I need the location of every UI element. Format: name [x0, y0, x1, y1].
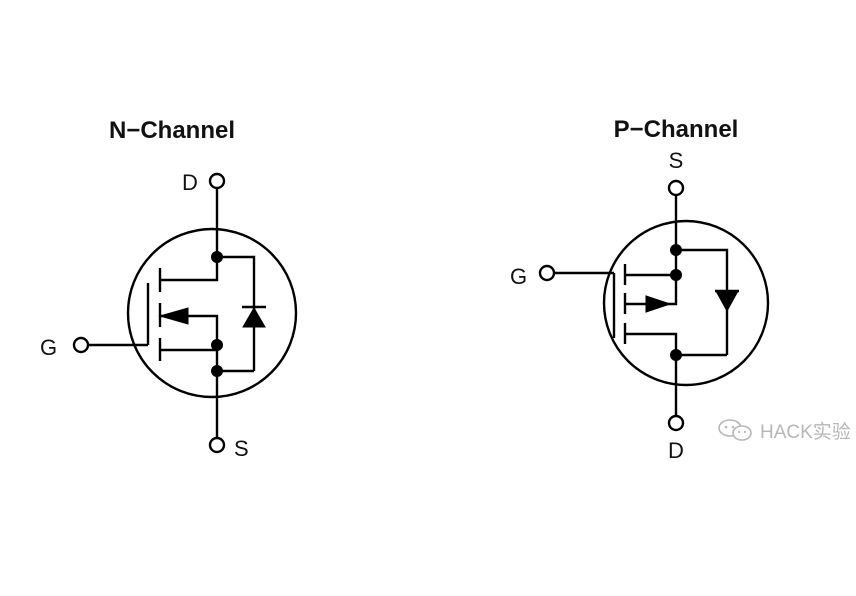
p-source-label: S — [669, 148, 684, 173]
n-drain-label: D — [182, 170, 198, 195]
n-body-arrow-icon — [158, 307, 189, 325]
p-drain-terminal — [667, 414, 685, 432]
p-junction-mid — [670, 269, 682, 281]
n-junction-mid — [211, 339, 223, 351]
n-source-label: S — [234, 436, 249, 461]
wechat-icon — [718, 419, 752, 441]
n-body-diode-wire — [217, 255, 256, 371]
p-diode-icon — [715, 290, 739, 313]
p-gate-label: G — [510, 264, 527, 289]
p-gate-terminal — [538, 264, 556, 282]
n-channel-envelope — [126, 227, 298, 399]
watermark: HACK实验 — [716, 418, 856, 442]
p-body-arrow-wire — [625, 275, 678, 306]
n-drain-channel-wire — [160, 257, 219, 282]
p-source-terminal — [667, 179, 685, 197]
n-source-terminal — [208, 436, 226, 454]
p-channel-envelope — [602, 219, 770, 387]
p-body-diode-wire — [676, 248, 729, 355]
watermark-text: HACK实验 — [760, 421, 851, 443]
n-channel-title: N−Channel — [109, 117, 235, 144]
n-diode-icon — [242, 307, 266, 328]
p-junction-top — [670, 244, 682, 256]
n-channel-symbol: N−Channel D G — [40, 117, 298, 461]
n-drain-terminal — [208, 172, 226, 190]
n-junction-bottom — [211, 365, 223, 377]
n-gate-label: G — [40, 335, 57, 360]
p-channel-title: P−Channel — [614, 116, 739, 143]
n-gate-terminal — [72, 336, 90, 354]
p-drain-channel-wire — [625, 332, 678, 355]
p-junction-bottom — [670, 349, 682, 361]
p-drain-label: D — [668, 438, 684, 463]
p-body-arrow-icon — [645, 295, 672, 313]
n-junction-top — [211, 251, 223, 263]
p-channel-symbol: P−Channel S G — [510, 116, 770, 463]
